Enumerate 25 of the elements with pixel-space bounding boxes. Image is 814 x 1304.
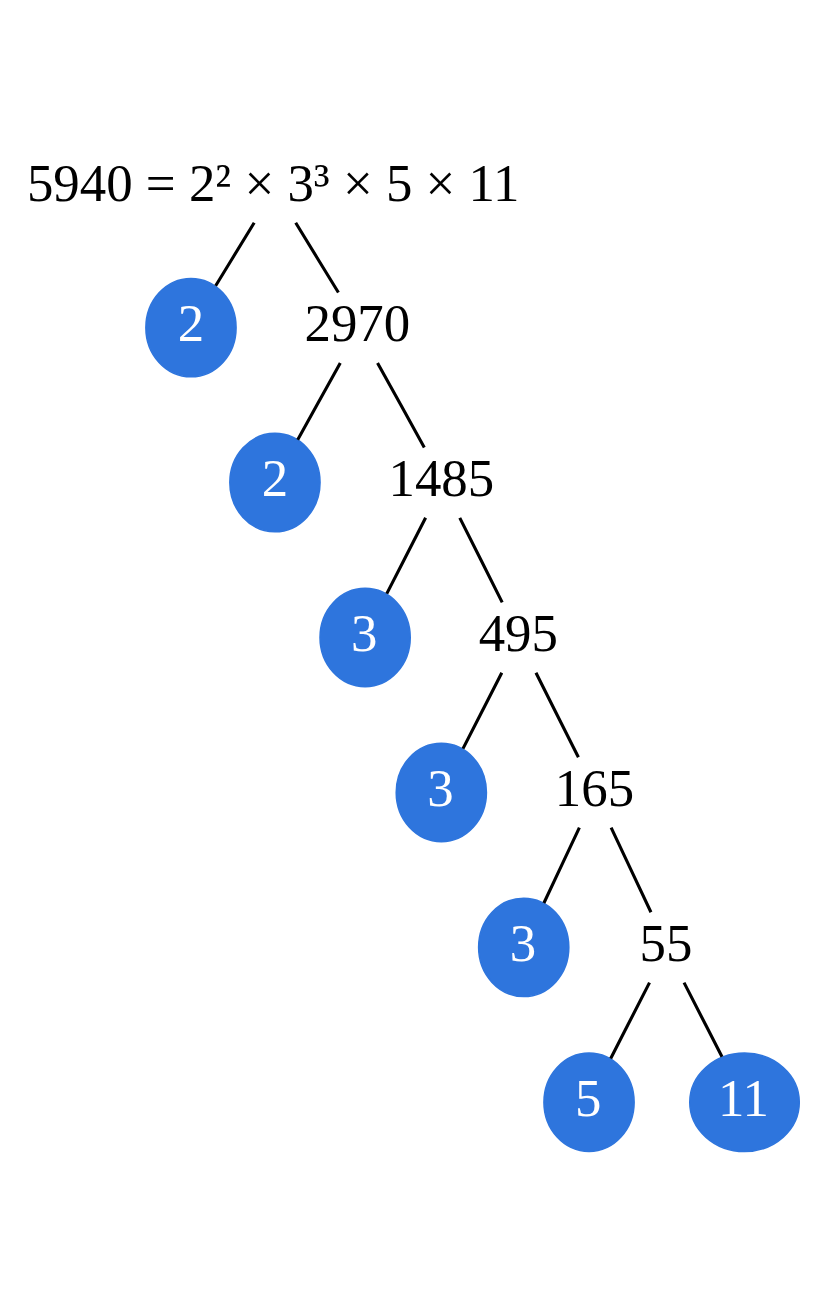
connector [534,672,580,758]
connector [542,827,581,904]
connector [376,362,426,449]
node-circle: 5 [543,1052,635,1153]
connector [214,221,256,287]
connector [461,672,504,750]
connector [296,362,342,441]
node-text: 2970 [304,294,411,353]
node-circle: 2 [229,432,321,533]
node-text: 5940 = 2² × 3³ × 5 × 11 [26,153,520,212]
connector [609,827,653,913]
connector [682,981,724,1058]
node-text: 1485 [388,449,495,508]
node-ellipse: 11 [689,1052,801,1153]
node-text: 165 [554,758,635,817]
node-text: 495 [478,604,558,663]
node-text: 55 [639,913,693,972]
node-circle: 3 [395,742,488,843]
node-circle: 3 [319,587,411,688]
node-circle: 3 [477,897,570,998]
connector [458,517,504,604]
connector [294,221,340,294]
node-circle: 2 [145,277,237,378]
connector [609,981,651,1060]
connector [385,517,427,595]
